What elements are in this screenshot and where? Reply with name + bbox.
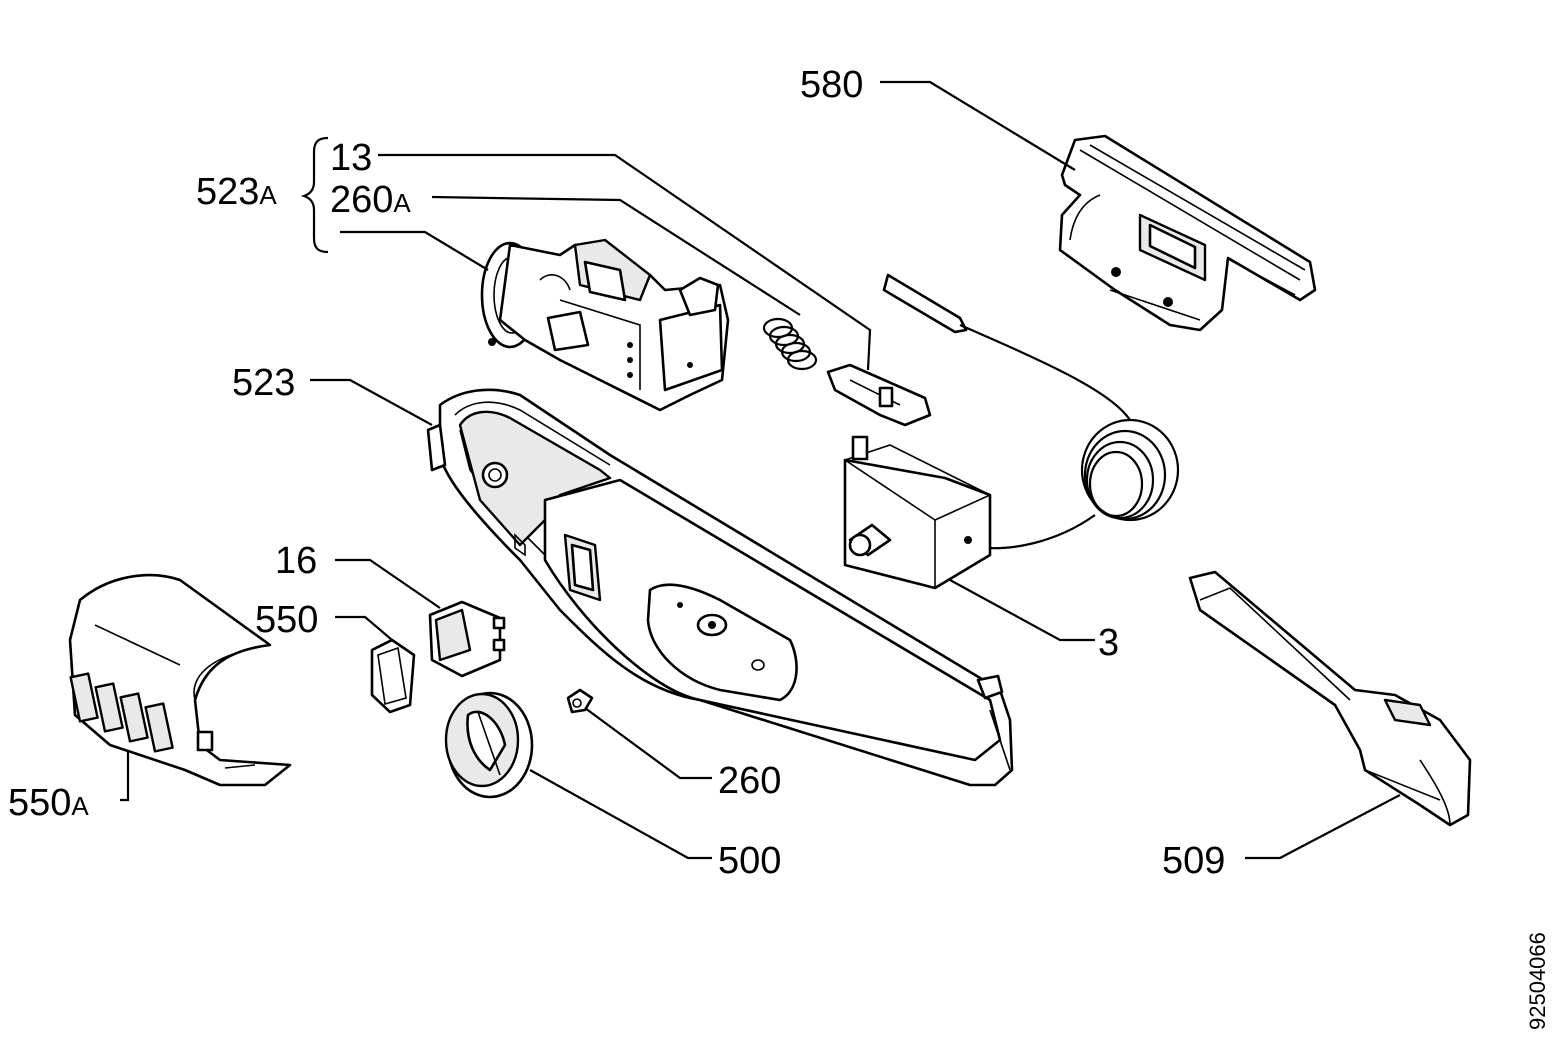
label-550A: 550A <box>8 782 89 824</box>
part-550A-cover <box>68 573 292 787</box>
part-523-housing <box>426 388 1014 787</box>
leader-lines <box>120 80 1401 860</box>
label-580: 580 <box>800 64 863 106</box>
part-550-cap <box>370 638 416 714</box>
label-509: 509 <box>1162 840 1225 882</box>
label-13: 13 <box>330 137 372 179</box>
document-number: 92504066 <box>1525 932 1550 1030</box>
label-260A: 260A <box>330 179 411 221</box>
label-260: 260 <box>718 760 781 802</box>
label-3: 3 <box>1098 622 1119 664</box>
part-260-clip <box>566 688 594 714</box>
part-13-contact <box>826 363 932 427</box>
part-16-switch <box>428 600 506 678</box>
label-523: 523 <box>232 362 295 404</box>
label-550: 550 <box>255 599 318 641</box>
label-500: 500 <box>718 840 781 882</box>
part-260A-spring <box>762 317 818 371</box>
part-500-knob <box>444 691 534 799</box>
label-523A: 523A <box>196 171 277 213</box>
label-16: 16 <box>275 540 317 582</box>
part-509-handle <box>1188 570 1472 827</box>
part-580-bracket <box>1058 134 1317 332</box>
group-brace-523A <box>300 136 329 254</box>
part-3-thermostat <box>843 435 992 590</box>
part-3-capillary <box>882 273 1180 550</box>
part-523A-switch-assembly <box>480 238 730 412</box>
